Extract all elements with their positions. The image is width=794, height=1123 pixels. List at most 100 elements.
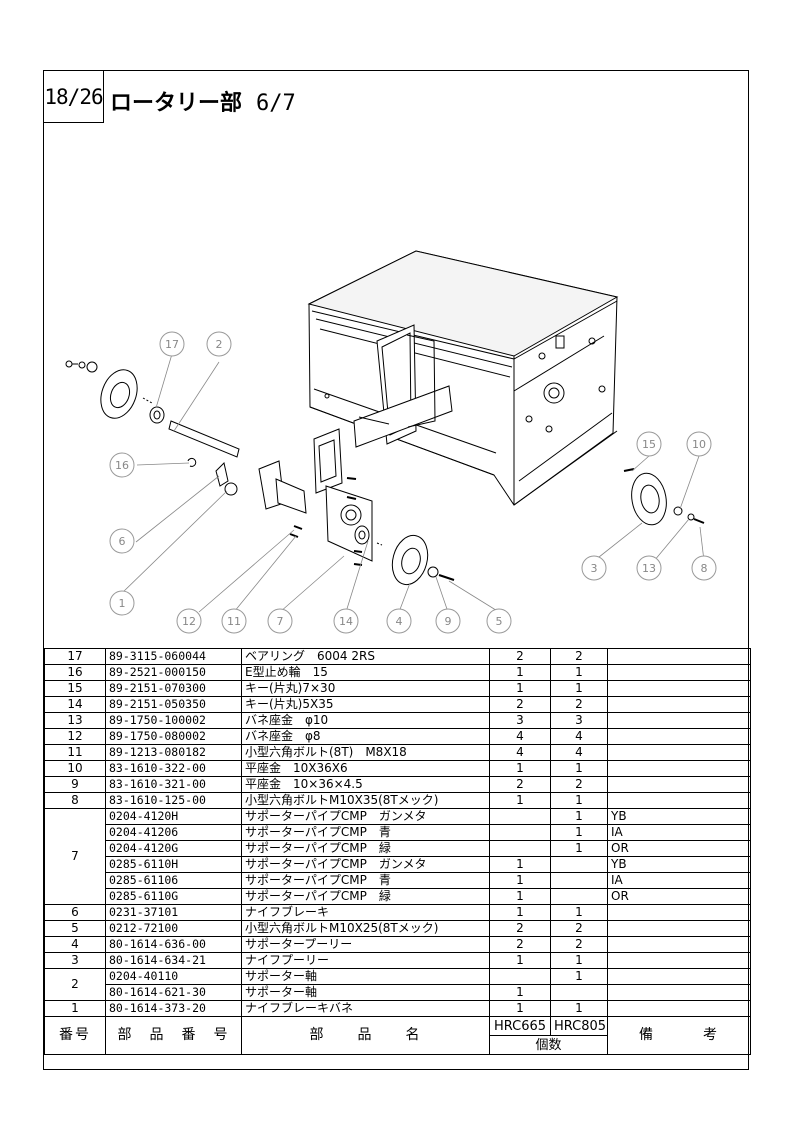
remarks	[607, 760, 751, 777]
callout-8	[691, 555, 717, 581]
part-number: 0285-6110G	[105, 888, 242, 905]
item-number: 7	[44, 808, 106, 905]
leader-lines	[121, 353, 705, 613]
qty-hrc665: 4	[489, 728, 551, 745]
callout-label: 9	[445, 615, 452, 628]
callout-12	[176, 608, 202, 634]
qty-hrc805: 1	[550, 664, 608, 681]
header-model-hrc805: HRC805	[550, 1016, 608, 1036]
qty-hrc805: 1	[550, 680, 608, 697]
qty-hrc665	[489, 968, 551, 985]
remarks: YB	[607, 808, 751, 825]
qty-hrc665: 1	[489, 984, 551, 1001]
callout-7	[267, 608, 293, 634]
part-number: 83-1610-321-00	[105, 776, 242, 793]
part-name: サポーターパイプCMP ガンメタ	[241, 856, 490, 873]
remarks	[607, 920, 751, 937]
part-name: ナイフブレーキバネ	[241, 1000, 490, 1017]
qty-hrc805	[550, 872, 608, 889]
remarks	[607, 984, 751, 1001]
callout-circles	[109, 331, 717, 634]
callout-15	[636, 431, 662, 457]
callout-5	[486, 608, 512, 634]
part-number: 80-1614-634-21	[105, 952, 242, 969]
remarks: OR	[607, 840, 751, 857]
item-number: 6	[44, 904, 106, 921]
item-number: 2	[44, 968, 106, 1001]
part-name: ベアリング 6004 2RS	[241, 648, 490, 665]
callout-label: 10	[692, 438, 706, 451]
part-name: サポーターパイプCMP ガンメタ	[241, 808, 490, 825]
callout-label: 4	[396, 615, 403, 628]
item-number: 3	[44, 952, 106, 969]
remarks: YB	[607, 856, 751, 873]
callout-label: 17	[165, 338, 179, 351]
remarks	[607, 904, 751, 921]
callout-13	[636, 555, 662, 581]
part-number: 89-1213-080182	[105, 744, 242, 761]
item-number: 11	[44, 744, 106, 761]
callout-label: 5	[496, 615, 503, 628]
left-side-assembly	[65, 360, 455, 586]
item-number: 8	[44, 792, 106, 809]
part-name: 小型六角ボルト(8T) M8X18	[241, 744, 490, 761]
item-number: 4	[44, 936, 106, 953]
qty-hrc665: 1	[489, 872, 551, 889]
rotary-housing	[307, 250, 619, 506]
callout-label: 1	[119, 597, 126, 610]
item-number: 12	[44, 728, 106, 745]
qty-hrc665	[489, 840, 551, 857]
part-name: サポーターパイプCMP 緑	[241, 840, 490, 857]
part-name: ナイフブレーキ	[241, 904, 490, 921]
part-name: キー(片丸)7×30	[241, 680, 490, 697]
qty-hrc805: 1	[550, 1000, 608, 1017]
part-number: 89-1750-100002	[105, 712, 242, 729]
qty-hrc665: 1	[489, 760, 551, 777]
callout-label: 16	[115, 459, 129, 472]
part-name: サポーター軸	[241, 984, 490, 1001]
callout-4	[386, 608, 412, 634]
part-number: 0204-40110	[105, 968, 242, 985]
callout-label: 7	[277, 615, 284, 628]
callout-10	[686, 431, 712, 457]
header-model-hrc665: HRC665	[489, 1016, 551, 1036]
callout-11	[221, 608, 247, 634]
callout-label: 15	[642, 438, 656, 451]
header-number: 番号	[44, 1016, 106, 1055]
qty-hrc805	[550, 888, 608, 905]
callout-label: 6	[119, 535, 126, 548]
qty-hrc665: 1	[489, 792, 551, 809]
remarks	[607, 648, 751, 665]
item-number: 14	[44, 696, 106, 713]
section-title: ロータリー部	[110, 91, 243, 116]
remarks	[607, 792, 751, 809]
part-number: 80-1614-636-00	[105, 936, 242, 953]
qty-hrc805: 1	[550, 840, 608, 857]
part-name: サポーターパイプCMP 青	[241, 824, 490, 841]
qty-hrc665: 1	[489, 856, 551, 873]
qty-hrc805: 1	[550, 808, 608, 825]
remarks	[607, 1000, 751, 1017]
callout-17	[159, 331, 185, 357]
part-number: 0285-6110H	[105, 856, 242, 873]
qty-hrc665: 3	[489, 712, 551, 729]
header-part-name: 部 品 名	[241, 1016, 490, 1055]
part-number: 0212-72100	[105, 920, 242, 937]
part-name: サポーター軸	[241, 968, 490, 985]
qty-hrc665: 2	[489, 648, 551, 665]
qty-hrc805: 1	[550, 760, 608, 777]
qty-hrc665	[489, 824, 551, 841]
callout-labels: 17 2 16 6 1 12 11 7 14 4 9 5 15 10 3 13 …	[115, 338, 708, 628]
